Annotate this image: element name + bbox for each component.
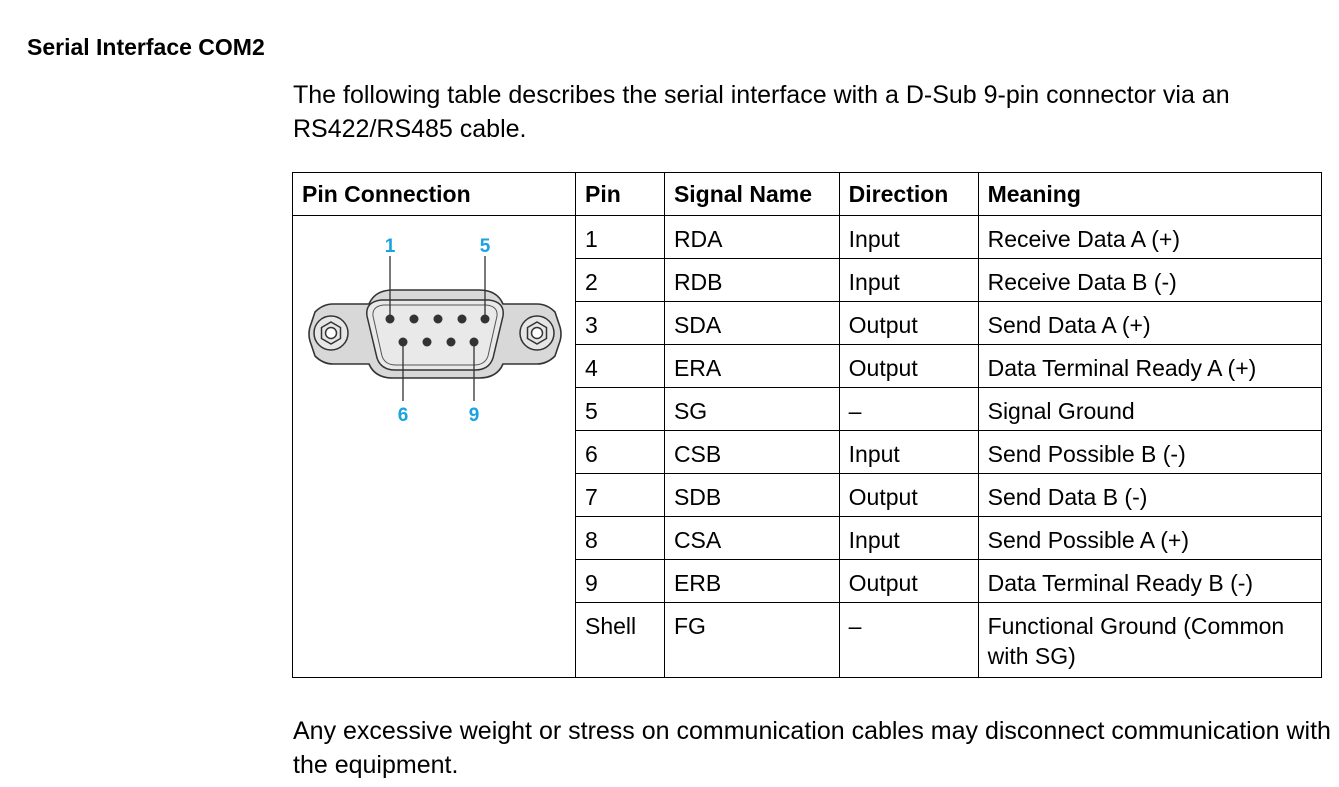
cell-pin: 9 [575,559,665,603]
cell-signal: FG [663,602,840,678]
pin-label-9: 9 [469,405,480,426]
cell-meaning: Send Possible A (+) [977,516,1323,560]
dsub9-connector-diagram: 1 5 6 9 [308,236,562,426]
pin-label-6: 6 [398,405,409,426]
cell-meaning: Receive Data A (+) [977,215,1323,259]
cell-signal: RDB [663,258,840,302]
cell-meaning: Data Terminal Ready A (+) [977,344,1323,388]
header-signal-name: Signal Name [663,172,840,216]
cell-direction: Output [838,344,979,388]
table-row: 7 SDB Output Send Data B (-) [293,473,1323,517]
cell-meaning: Send Data A (+) [977,301,1323,345]
cell-pin: 6 [575,430,665,474]
table-row: Shell FG – Functional Ground (Common wit… [293,602,1323,678]
table-row: 3 SDA Output Send Data A (+) [293,301,1323,345]
pin-row-bottom [398,337,479,347]
table-row: 6 CSB Input Send Possible B (-) [293,430,1323,474]
table-row: 8 CSA Input Send Possible A (+) [293,516,1323,560]
cell-direction: – [838,602,979,678]
cell-meaning: Functional Ground (Common with SG) [977,602,1323,678]
outro-paragraph: Any excessive weight or stress on commun… [293,717,1331,779]
cell-direction: – [838,387,979,431]
cell-meaning: Send Possible B (-) [977,430,1323,474]
table-row: 1 5 6 9 1 RDA Input Receive Data A (+) [292,215,1323,678]
cell-direction: Output [838,473,979,517]
cell-signal: SG [663,387,840,431]
cell-meaning: Receive Data B (-) [977,258,1323,302]
cell-signal: ERB [663,559,840,603]
cell-signal: CSA [663,516,840,560]
cell-meaning: Send Data B (-) [977,473,1323,517]
cell-direction: Input [838,215,979,259]
cell-direction: Input [838,516,979,560]
header-direction: Direction [838,172,979,216]
pin-table: Pin Connection Pin Signal Name Direction… [292,172,1323,678]
intro-paragraph: The following table describes the serial… [293,81,1230,143]
cell-signal: CSB [663,430,840,474]
pin-connection-diagram: 1 5 6 9 [292,215,576,678]
section-heading: Serial Interface COM2 [27,34,265,60]
cell-direction: Output [838,301,979,345]
cell-signal: RDA [663,215,840,259]
cell-signal: SDB [663,473,840,517]
header-meaning: Meaning [977,172,1323,216]
cell-meaning: Data Terminal Ready B (-) [977,559,1323,603]
cell-direction: Input [838,258,979,302]
cell-direction: Output [838,559,979,603]
cell-pin: 4 [575,344,665,388]
cell-pin: Shell [575,602,665,678]
table-row: 5 SG – Signal Ground [293,387,1323,431]
pin-label-1: 1 [385,236,396,257]
cell-pin: 7 [575,473,665,517]
cell-signal: SDA [663,301,840,345]
pin-row-top [385,314,490,324]
header-pin: Pin [575,172,665,216]
cell-pin: 5 [575,387,665,431]
cell-meaning: Signal Ground [977,387,1323,431]
cell-pin: 1 [575,215,665,259]
cell-direction: Input [838,430,979,474]
table-row: 2 RDB Input Receive Data B (-) [293,258,1323,302]
connector-face [366,299,504,371]
pin-label-5: 5 [480,236,491,257]
header-pin-connection: Pin Connection [292,172,576,216]
cell-signal: ERA [663,344,840,388]
table-header-row: Pin Connection Pin Signal Name Direction… [292,172,1323,216]
cell-pin: 2 [575,258,665,302]
cell-pin: 3 [575,301,665,345]
cell-pin: 8 [575,516,665,560]
table-row: 9 ERB Output Data Terminal Ready B (-) [293,559,1323,603]
